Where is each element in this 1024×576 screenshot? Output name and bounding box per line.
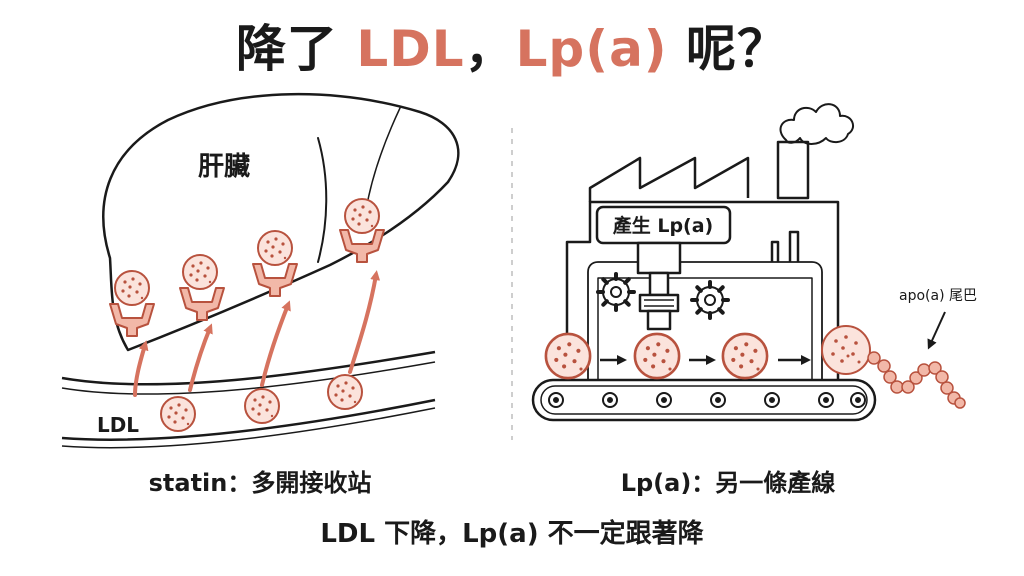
bottom-conclusion: LDL 下降，Lp(a) 不一定跟著降 <box>320 519 704 549</box>
title-part2: 呢？ <box>667 20 789 78</box>
title-comma: ， <box>464 20 516 78</box>
title-ldl: LDL <box>356 20 465 78</box>
title-part1: 降了 <box>235 20 357 78</box>
blood-vessel <box>61 350 436 449</box>
uptake-arrows <box>133 270 381 397</box>
press-mechanism <box>636 241 682 331</box>
factory-sign-label: 產生 Lp(a) <box>613 214 714 237</box>
receptor-2 <box>179 254 225 321</box>
tail-pointer <box>927 311 946 350</box>
right-caption: Lp(a)：另一條產線 <box>620 469 836 497</box>
ldl-label: LDL <box>97 413 139 437</box>
receptor-3 <box>252 230 298 297</box>
organ-label: 肝臟 <box>198 152 250 182</box>
left-caption: statin：多開接收站 <box>148 469 372 497</box>
gear-icon <box>596 272 636 312</box>
tail-label: apo(a) 尾巴 <box>899 288 977 304</box>
page-title: 降了 LDL，Lp(a) 呢？ <box>0 14 1024 84</box>
gear-icon <box>690 280 730 320</box>
apoa-tail <box>867 351 966 409</box>
receptor-4 <box>339 198 385 263</box>
factory <box>565 103 855 388</box>
receptor-group <box>109 198 385 337</box>
title-lpa: Lp(a) <box>515 20 668 78</box>
conveyor-rollers <box>548 392 866 408</box>
liver <box>102 92 460 352</box>
conveyor-belt <box>531 378 877 422</box>
